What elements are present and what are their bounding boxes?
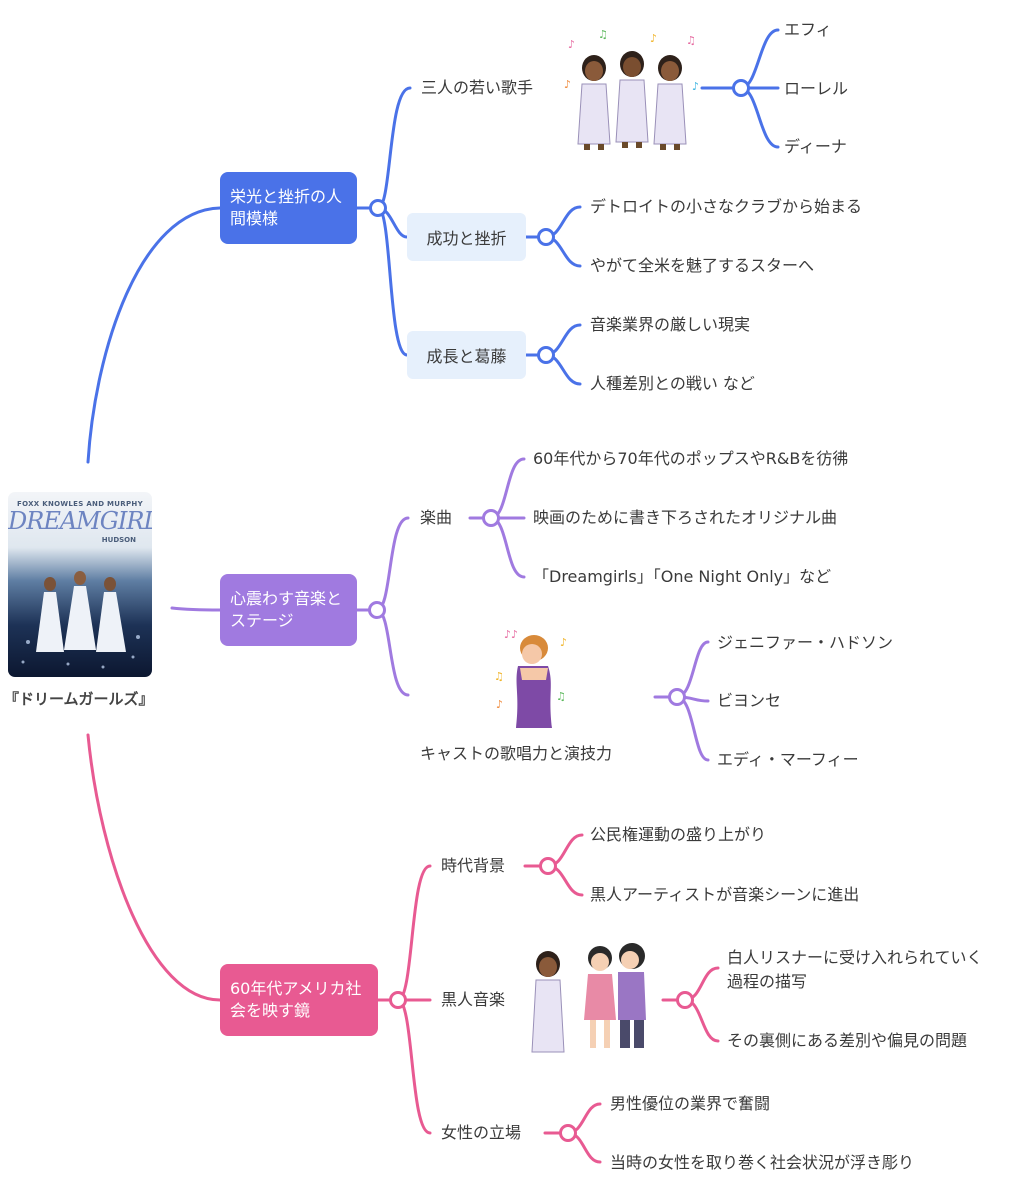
leaf-national-star[interactable]: やがて全米を魅了するスターへ: [590, 256, 815, 275]
leaf-60s-70s-pop[interactable]: 60年代から70年代のポップスやR&Bを彷彿: [533, 449, 849, 468]
link-root-branch1: [86, 206, 222, 464]
singer-and-whispering-women-icon: [531, 943, 646, 1053]
poster-credits: FOXX KNOWLES AND MURPHY: [17, 500, 143, 508]
svg-text:♪: ♪: [692, 80, 699, 93]
leaf-discrimination[interactable]: その裏側にある差別や偏見の問題: [727, 1031, 968, 1050]
link-root-branch3: [86, 733, 222, 1002]
branch-2-node[interactable]: 心震わす音楽とステージ: [220, 574, 357, 646]
collapse-handle: [539, 857, 557, 875]
leaf-male-dominated[interactable]: 男性優位の業界で奮闘: [610, 1094, 771, 1113]
leaf-song-titles[interactable]: 「Dreamgirls」「One Night Only」など: [533, 567, 832, 586]
svg-text:♫: ♫: [556, 690, 566, 703]
topic-success-and-setback[interactable]: 成功と挫折: [407, 213, 526, 261]
svg-text:♪♪: ♪♪: [504, 628, 518, 641]
topic-black-music[interactable]: 黒人音楽: [441, 990, 506, 1009]
collapse-handle: [537, 346, 555, 364]
leaf-deena[interactable]: ディーナ: [784, 137, 847, 156]
svg-text:♪: ♪: [564, 78, 571, 91]
collapse-handle: [676, 991, 694, 1009]
collapse-handle: [732, 79, 750, 97]
svg-text:♪: ♪: [560, 636, 567, 649]
svg-text:♪: ♪: [496, 698, 503, 711]
svg-text:♪: ♪: [650, 32, 657, 45]
branch-3-node[interactable]: 60年代アメリカ社会を映す鏡: [220, 964, 378, 1036]
svg-text:♫: ♫: [598, 28, 608, 41]
leaf-effie[interactable]: エフィ: [784, 20, 832, 39]
poster-logo: DREAMGIRLS: [8, 507, 152, 535]
topic-songs[interactable]: 楽曲: [420, 508, 453, 527]
collapse-handle: [389, 991, 407, 1009]
leaf-jennifer-hudson[interactable]: ジェニファー・ハドソン: [717, 633, 894, 652]
topic-cast-performance[interactable]: キャストの歌唱力と演技力: [420, 744, 613, 763]
leaf-racism-struggle[interactable]: 人種差別との戦い など: [590, 374, 755, 393]
branch-3-label: 60年代アメリカ社会を映す鏡: [230, 979, 362, 1020]
collapse-handle: [368, 601, 386, 619]
poster-hudson-credit: HUDSON: [101, 536, 136, 544]
leaf-civil-rights[interactable]: 公民権運動の盛り上がり: [590, 825, 767, 844]
topic-three-singers[interactable]: 三人の若い歌手: [421, 78, 534, 97]
collapse-handle: [559, 1124, 577, 1142]
leaf-industry-reality[interactable]: 音楽業界の厳しい現実: [590, 315, 751, 334]
branch-2-label: 心震わす音楽とステージ: [230, 589, 343, 630]
svg-text:♪: ♪: [568, 38, 575, 51]
topic-label: 成長と葛藤: [426, 347, 507, 366]
topic-era-background[interactable]: 時代背景: [441, 856, 506, 875]
collapse-handle: [482, 509, 500, 527]
topic-growth-and-conflict[interactable]: 成長と葛藤: [407, 331, 526, 379]
root-caption: 『ドリームガールズ』: [4, 690, 154, 708]
collapse-handle: [537, 228, 555, 246]
topic-label: 成功と挫折: [426, 229, 507, 248]
collapse-handle: [668, 688, 686, 706]
branch-1-node[interactable]: 栄光と挫折の人間模様: [220, 172, 357, 244]
dreamgirls-poster-image[interactable]: FOXX KNOWLES AND MURPHY DREAMGIRLS HUDSO…: [8, 492, 152, 677]
leaf-original-songs[interactable]: 映画のために書き下ろされたオリジナル曲: [533, 508, 838, 527]
leaf-eddie-murphy[interactable]: エディ・マーフィー: [717, 750, 859, 769]
leaf-black-artists[interactable]: 黒人アーティストが音楽シーンに進出: [590, 885, 860, 904]
poster-performers-icon: [21, 571, 140, 669]
topic-womens-position[interactable]: 女性の立場: [441, 1123, 522, 1142]
collapse-handle: [369, 199, 387, 217]
leaf-lorrell[interactable]: ローレル: [784, 79, 849, 98]
three-singers-icon: ♪ ♫ ♪ ♫ ♪ ♪: [564, 28, 699, 150]
leaf-white-listeners[interactable]: 白人リスナーに受け入れられていく過程の描写: [727, 948, 983, 991]
leaf-detroit-club[interactable]: デトロイトの小さなクラブから始まる: [590, 197, 863, 216]
leaf-beyonce[interactable]: ビヨンセ: [717, 691, 782, 710]
opera-singer-icon: ♪♪ ♪ ♫ ♫ ♪: [494, 628, 567, 728]
link-root-branch2: [170, 606, 222, 612]
svg-text:♫: ♫: [494, 670, 504, 683]
branch-1-label: 栄光と挫折の人間模様: [230, 187, 343, 228]
leaf-social-situation[interactable]: 当時の女性を取り巻く社会状況が浮き彫り: [610, 1153, 915, 1172]
svg-text:♫: ♫: [686, 34, 696, 47]
